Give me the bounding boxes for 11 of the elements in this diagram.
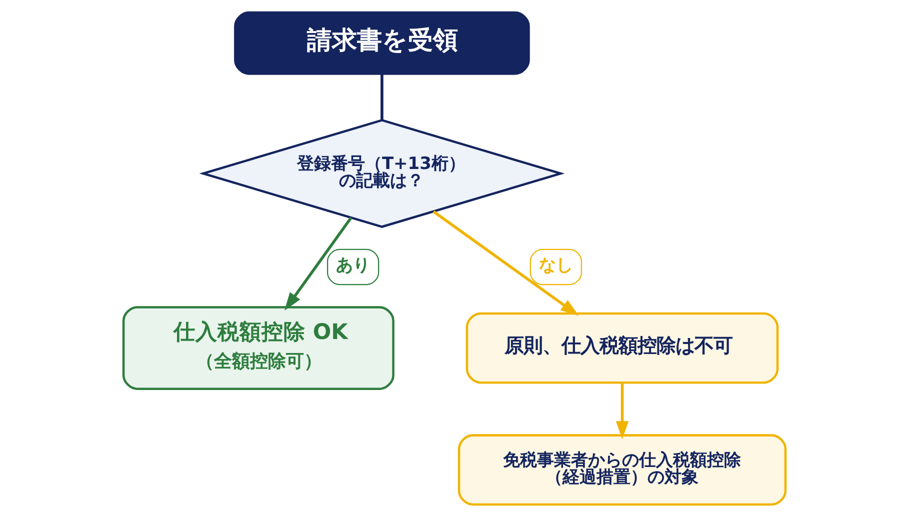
node-box: 請求書を受領 xyxy=(234,11,530,75)
arrow xyxy=(432,210,579,316)
arrow xyxy=(616,382,629,440)
arrow xyxy=(284,216,352,311)
connector xyxy=(380,74,384,120)
node-diamond: 登録番号（T+13桁）の記載は？ xyxy=(199,119,565,228)
node-box: 仕入税額控除 OK （全額控除可） xyxy=(122,306,394,390)
edge-label: あり xyxy=(336,255,370,276)
node-box: 免税事業者からの仕入税額控除（経過措置）の対象 xyxy=(458,434,787,506)
node-box: 原則、仕入税額控除は不可 xyxy=(466,312,779,384)
edge-label: なし xyxy=(538,255,573,276)
